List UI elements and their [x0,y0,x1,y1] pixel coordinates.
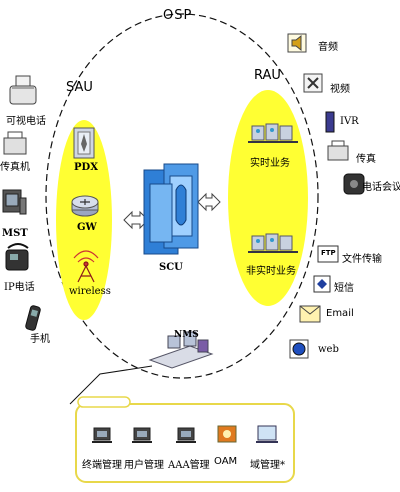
service-label-email: Email [326,308,354,319]
pdx-icon [73,127,95,159]
oam-icon [217,425,237,443]
wireless-tower-icon [73,250,99,283]
realtime-server-icon [248,123,298,143]
conference-phone-icon [343,173,365,195]
nms-function-terminal: 终端管理 [82,460,122,471]
service-label-sms: 短信 [334,283,354,294]
non-realtime-service-label: 非实时业务 [246,266,296,277]
rau-label: RAU [254,68,281,83]
osp-label: OSP [163,8,193,23]
mst-computer-icon [2,189,27,215]
user-mgmt-icon [132,427,152,443]
terminal-label-ip-phone: IP电话 [4,282,35,293]
service-label-file-transfer: 文件传输 [342,254,382,265]
osp-boundary [45,13,319,379]
nms-function-oam: OAM [214,456,238,467]
web-globe-icon [289,339,309,359]
nms-connector [69,365,153,405]
wireless-label: wireless [69,286,111,297]
service-label-audio: 音频 [318,42,338,53]
ivr-icon [325,111,335,133]
sms-icon [313,275,331,293]
fax-machine-icon [3,131,27,155]
scu-label: SCU [159,262,183,273]
terminal-label-mst: MST [2,228,28,239]
terminal-label-mobile: 手机 [30,334,50,345]
service-label-ivr: IVR [340,116,359,127]
pdx-label: PDX [74,162,98,173]
nms-function-domain: 域管理* [250,460,285,471]
speaker-icon [287,33,307,53]
service-label-web: web [318,344,339,355]
aaa-mgmt-icon [176,427,196,443]
nms-label: NMS [174,330,199,340]
scu-device [143,163,199,255]
video-icon [303,73,323,93]
non-realtime-server-icon [248,233,298,253]
service-label-conference: 电话会议 [362,182,400,193]
service-label-video: 视频 [330,84,350,95]
fax-service-icon [327,140,349,161]
gw-label: GW [77,222,97,233]
sau-label: SAU [66,80,93,95]
nms-device-icon [148,331,214,369]
terminal-label-videophone: 可视电话 [6,116,46,127]
domain-mgmt-icon [256,425,278,443]
gw-icon [71,195,99,217]
mobile-phone-icon [25,305,41,331]
service-label-fax: 传真 [356,154,376,165]
scu-rau-arrow [197,192,221,212]
sau-zone [56,120,112,320]
terminal-mgmt-icon [92,427,112,443]
ftp-icon [317,245,339,263]
email-icon [299,305,321,323]
terminal-label-fax: 传真机 [0,162,30,173]
ip-phone-icon [5,243,29,271]
videophone-icon [9,75,37,105]
ftp-icon-text: FTP [321,249,336,257]
nms-box-tab [77,396,131,408]
nms-function-user: 用户管理 [124,460,164,471]
realtime-service-label: 实时业务 [250,158,290,169]
nms-function-aaa: AAA管理 [168,460,210,471]
